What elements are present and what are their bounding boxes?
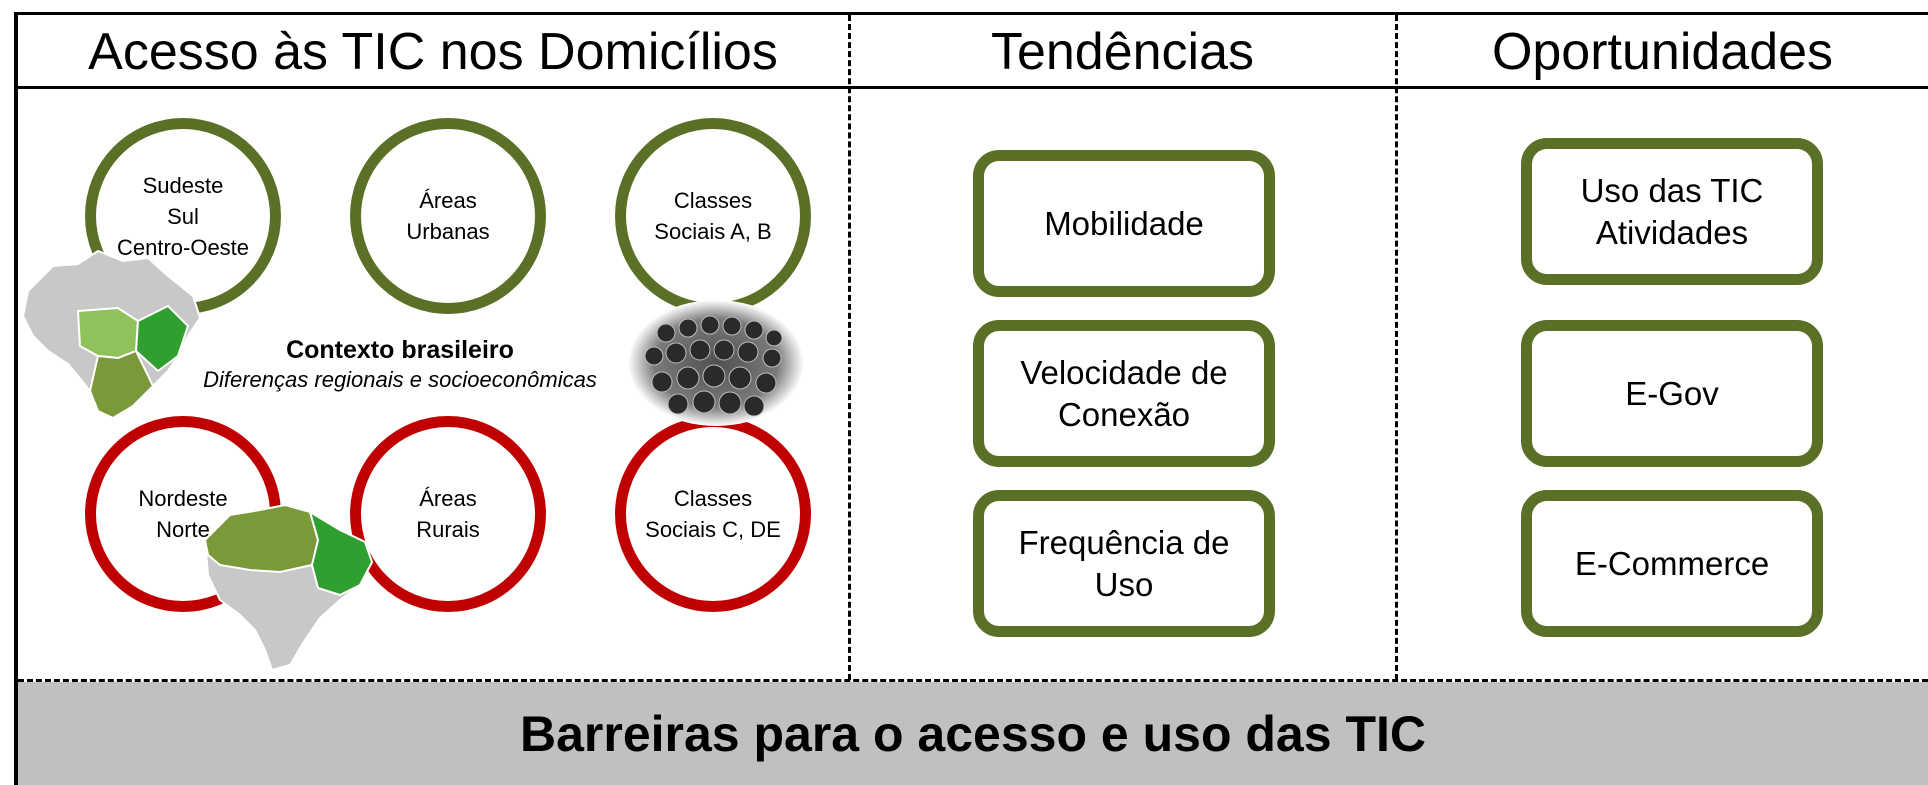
circle-northeast: Nordeste Norte (85, 416, 281, 612)
column-divider-2 (1395, 15, 1398, 680)
opportunity-use: Uso das TIC Atividades (1521, 138, 1823, 285)
circle-rural: Áreas Rurais (350, 416, 546, 612)
circle-classes-ab: Classes Sociais A, B (615, 118, 811, 314)
brazil-map-south-icon (21, 249, 202, 420)
trend-frequency: Frequência de Uso (973, 490, 1275, 637)
opportunity-ecommerce: E-Commerce (1521, 490, 1823, 637)
row-divider (18, 679, 1928, 682)
header-opportunities: Oportunidades (1491, 23, 1834, 81)
crowd-photo (628, 300, 804, 426)
circle-urban: Áreas Urbanas (350, 118, 546, 314)
trend-mobility: Mobilidade (973, 150, 1275, 297)
brazil-map-north-icon (203, 503, 374, 672)
header-access: Acesso às TIC nos Domicílios (88, 23, 778, 81)
header-row: Acesso às TIC nos Domicílios Tendências … (18, 15, 1928, 89)
header-trends: Tendências (990, 23, 1255, 81)
context-label: Contexto brasileiro Diferenças regionais… (150, 336, 650, 393)
diagram-frame (14, 12, 1928, 785)
circle-classes-cde: Classes Sociais C, DE (615, 416, 811, 612)
circle-southeast: Sudeste Sul Centro-Oeste (85, 118, 281, 314)
trend-speed: Velocidade de Conexão (973, 320, 1275, 467)
barriers-banner: Barreiras para o acesso e uso das TIC (18, 682, 1928, 785)
opportunity-egov: E-Gov (1521, 320, 1823, 467)
column-divider-1 (848, 15, 851, 680)
context-title: Contexto brasileiro (286, 336, 514, 364)
context-subtitle: Diferenças regionais e socioeconômicas (203, 367, 597, 392)
